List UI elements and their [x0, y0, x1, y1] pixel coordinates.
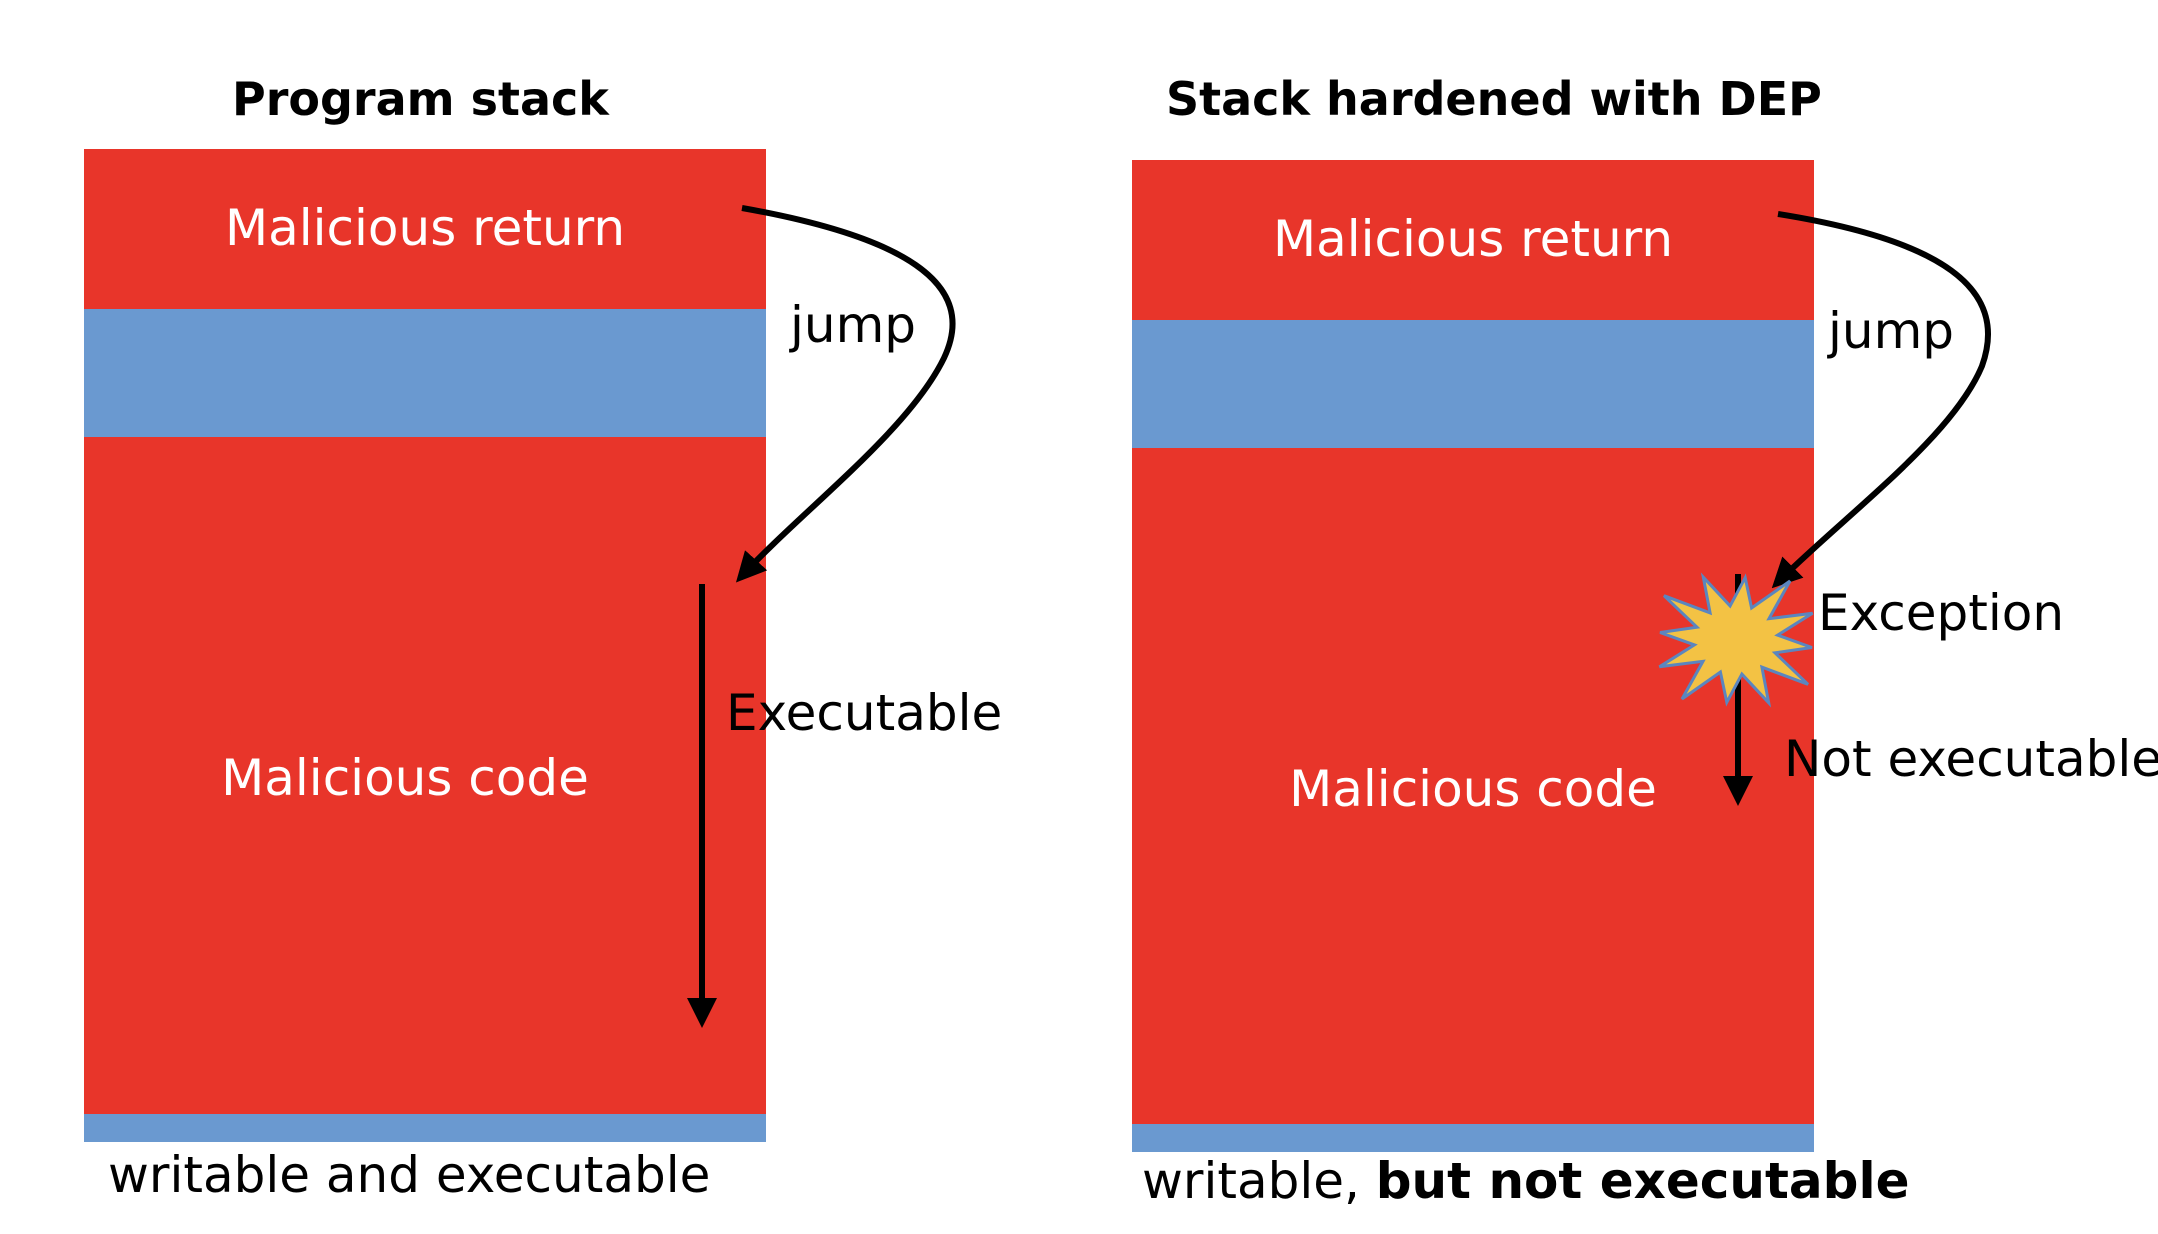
right-panel-title: Stack hardened with DEP: [1166, 72, 1822, 126]
right-not-executable-label: Not executable: [1784, 730, 2158, 788]
right-malicious-code-label: Malicious code: [1289, 760, 1657, 818]
left-malicious-code-block: Malicious code: [84, 437, 766, 1114]
right-exception-label: Exception: [1818, 584, 2065, 642]
left-executable-label: Executable: [726, 684, 1003, 742]
right-caption-plain: writable,: [1142, 1152, 1376, 1210]
left-malicious-return-block: Malicious return: [84, 149, 766, 309]
left-bottom-strip: [84, 1114, 766, 1142]
left-panel-title: Program stack: [232, 72, 609, 126]
right-malicious-return-block: Malicious return: [1132, 160, 1814, 320]
left-jump-arrow: [735, 205, 956, 583]
right-caption-bold: but not executable: [1375, 1152, 1910, 1210]
right-caption: writable, but not executable: [1142, 1152, 1910, 1210]
left-buffer-block: [84, 309, 766, 437]
right-buffer-block: [1132, 320, 1814, 448]
right-bottom-strip: [1132, 1124, 1814, 1152]
left-malicious-return-label: Malicious return: [224, 199, 626, 257]
left-caption: writable and executable: [108, 1146, 711, 1204]
right-jump-label: jump: [1828, 302, 1955, 360]
left-jump-label: jump: [790, 296, 917, 354]
right-malicious-return-label: Malicious return: [1272, 210, 1674, 268]
left-malicious-code-label: Malicious code: [221, 749, 589, 807]
right-malicious-code-block: Malicious code: [1132, 448, 1814, 1124]
